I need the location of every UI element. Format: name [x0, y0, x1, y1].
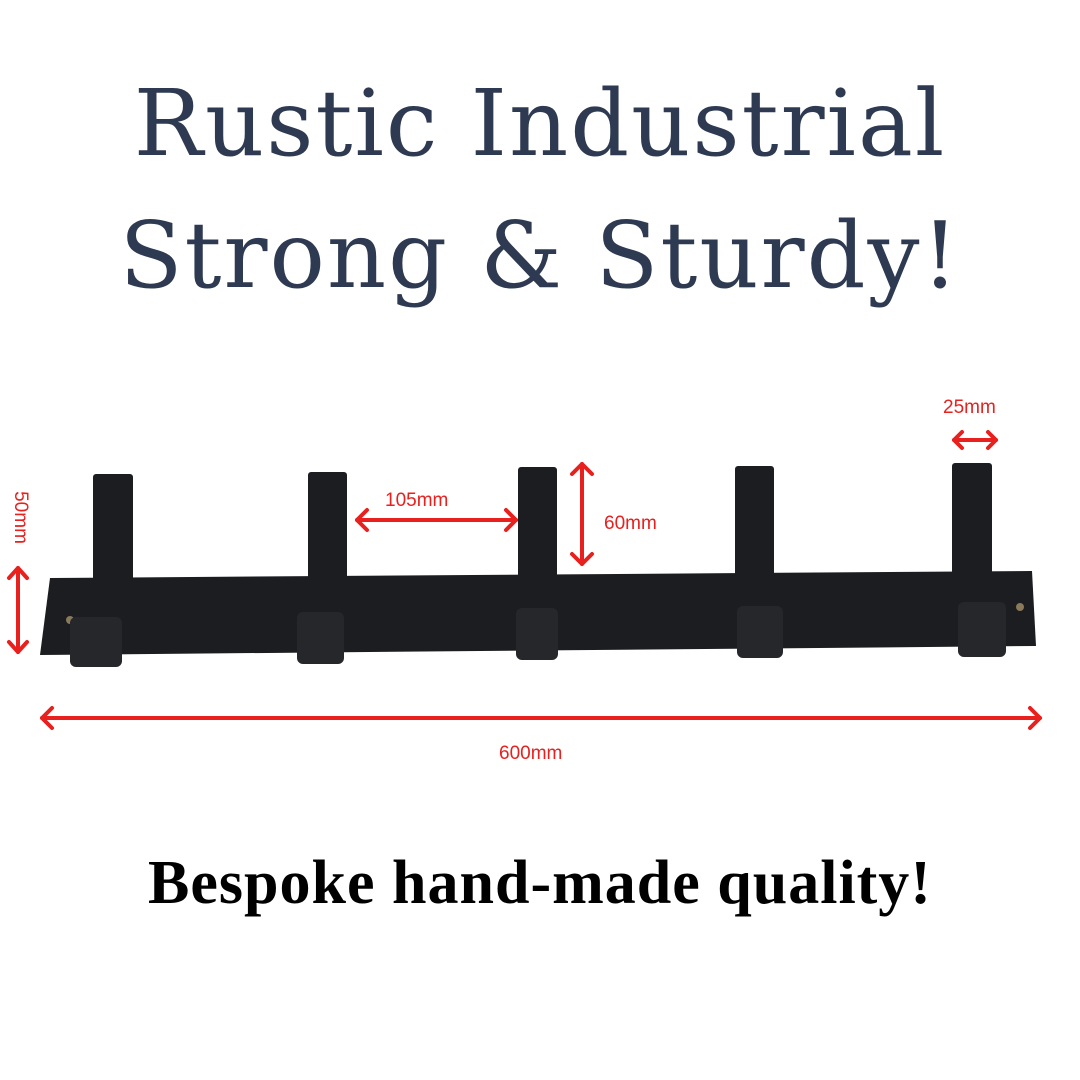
overall-length-arrow [40, 706, 1042, 730]
plate-height-label: 50mm [9, 491, 31, 544]
hook-height-arrow [570, 462, 594, 566]
hook-4 [735, 466, 783, 658]
screw-right [1016, 603, 1024, 611]
hook-height-label: 60mm [604, 513, 657, 534]
tagline: Bespoke hand-made quality! [148, 849, 932, 917]
headline-line-1: Rustic Industrial [133, 70, 947, 177]
hook-3 [516, 467, 558, 660]
overall-length-label: 600mm [499, 743, 563, 764]
hook-width-arrow [952, 430, 998, 450]
hook-spacing-label: 105mm [385, 490, 449, 511]
hook-5 [952, 463, 1006, 657]
hook-2 [297, 472, 347, 664]
plate-height-arrow [7, 566, 29, 654]
hook-width-label: 25mm [943, 397, 996, 418]
hook-1 [70, 474, 133, 667]
hook-spacing-arrow [355, 508, 518, 532]
headline-line-2: Strong & Sturdy! [119, 202, 961, 309]
